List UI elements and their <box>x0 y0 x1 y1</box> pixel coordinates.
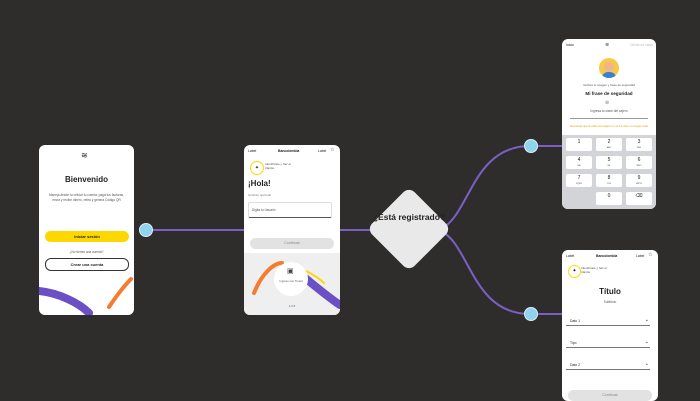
avatar <box>599 58 619 78</box>
form-subtitle: Subtítulo <box>603 300 617 304</box>
greeting: ¡Hola! <box>248 179 271 188</box>
header-label[interactable]: Label <box>318 149 327 153</box>
key-letters: WXYZ <box>636 183 642 185</box>
select-dato-1[interactable]: Dato 1 ⌄ <box>566 317 650 326</box>
node-dot-welcome[interactable] <box>139 223 153 237</box>
node-dot-register[interactable] <box>524 307 538 321</box>
select-label: Dato 1 <box>570 319 580 323</box>
login-button[interactable]: Iniciar sesión <box>45 231 129 242</box>
continue-button[interactable]: Continuar <box>568 390 652 401</box>
lock-badge-icon: ✦ <box>250 161 264 175</box>
register-screen: Label Bancolombia Label ☆ ✦ Identifícate… <box>562 250 658 401</box>
select-tipo[interactable]: Tipo ⌄ <box>566 339 650 348</box>
keypad-key <box>566 192 592 205</box>
enter-key-text: Ingresa tu clave del cajero <box>590 109 628 113</box>
key-input[interactable] <box>570 118 648 119</box>
bank-logo-icon: ≋ <box>605 42 610 48</box>
key-digit: 6 <box>637 157 641 163</box>
key-letters: GHI <box>577 165 581 167</box>
star-icon[interactable]: ☆ <box>648 252 653 258</box>
brand-name: Bancolombia <box>278 149 300 153</box>
register-header: Label Bancolombia Label ☆ <box>562 250 658 262</box>
select-label: Tipo <box>570 341 577 345</box>
phrase-title: Mi frase de seguridad <box>585 91 633 96</box>
node-dot-security[interactable] <box>524 139 538 153</box>
qr-section: ▣ Ingreso con Trueid 1.0.5 <box>244 253 340 315</box>
brand-name: Bancolombia <box>596 254 618 258</box>
warning-text: Recuerda que la clave del cajero no se h… <box>570 124 648 128</box>
create-account-button[interactable]: Crear una cuenta <box>45 258 129 271</box>
no-account-text: ¿No tienes una cuenta? <box>69 250 104 254</box>
key-digit: 3 <box>637 139 641 145</box>
user-input-placeholder: Digita tu Usuario <box>252 208 276 212</box>
backspace-key[interactable]: ⌫ <box>626 192 652 205</box>
connector-decision-register <box>437 229 531 315</box>
key-letters: PQRS <box>576 183 582 185</box>
key-digit: 2 <box>607 139 611 145</box>
chevron-down-icon: ⌄ <box>644 361 649 367</box>
qr-button[interactable]: ▣ Ingreso con Trueid <box>274 262 308 296</box>
key-letters: TUV <box>607 183 611 185</box>
key-letters: MNO <box>636 165 642 167</box>
badge-text: Identifícate y haz el trámite <box>265 162 291 170</box>
form-title: Título <box>599 287 621 296</box>
keypad-key[interactable]: 0 <box>596 192 622 205</box>
decision-label: ¿Está registrado? <box>372 212 446 222</box>
select-label: Dato 2 <box>570 363 580 367</box>
qr-text: Ingreso con Trueid <box>279 279 303 283</box>
user-input[interactable]: Digita tu Usuario <box>248 202 332 218</box>
symbol-label: Símbolo opcional <box>248 193 272 197</box>
connector-decision-security <box>437 145 531 231</box>
key-digit: 1 <box>577 139 581 145</box>
key-letters: ABC <box>606 147 612 149</box>
star-icon[interactable]: ☆ <box>330 147 335 153</box>
login-header: Label Bancolombia Label ☆ <box>244 145 340 159</box>
key-digit: 8 <box>607 175 611 181</box>
verify-text: Verifica tu imagen y frase de seguridad <box>583 83 635 87</box>
login-screen: Label Bancolombia Label ☆ ✦ Identifícate… <box>244 145 340 315</box>
back-link[interactable]: Label <box>248 149 257 153</box>
chevron-down-icon: ⌄ <box>644 339 649 345</box>
key-digit: 4 <box>577 157 581 163</box>
welcome-title: Bienvenido <box>64 175 109 184</box>
badge-text: Identifícate y haz el trámite <box>581 266 607 274</box>
qr-icon: ▣ <box>287 268 294 275</box>
key-letters: JKL <box>607 165 611 167</box>
header-label[interactable]: Label <box>636 254 645 258</box>
key-letters: DEF <box>637 147 641 149</box>
key-digit: 9 <box>637 175 641 181</box>
back-link[interactable]: Label <box>566 254 575 258</box>
back-link[interactable]: Inicio <box>566 43 574 47</box>
bank-logo-icon: ≋ <box>81 151 88 160</box>
key-digit: 5 <box>607 157 611 163</box>
decorative-wave <box>39 277 133 315</box>
key-digit: 0 <box>607 193 611 199</box>
security-header: Inicio ≋ Olvidé mi clave <box>562 39 656 51</box>
chevron-down-icon: ⌄ <box>644 317 649 323</box>
fingerprint-icon[interactable]: ⊚ <box>605 100 610 106</box>
keypad-key[interactable]: 1 <box>566 138 592 151</box>
welcome-description: Maneja desde tu celular tu cuenta, paga … <box>49 193 124 202</box>
key-digit: ⌫ <box>635 193 643 199</box>
key-digit: 7 <box>577 175 581 181</box>
forgot-key-link[interactable]: Olvidé mi clave <box>630 43 653 47</box>
welcome-screen: ≋ Bienvenido Maneja desde tu celular tu … <box>39 145 134 315</box>
security-screen: Inicio ≋ Olvidé mi clave Verifica tu ima… <box>562 39 656 209</box>
select-dato-2[interactable]: Dato 2 ⌄ <box>566 361 650 370</box>
lock-badge-icon: ✦ <box>568 265 581 278</box>
version-text: 1.0.5 <box>288 304 296 308</box>
continue-button[interactable]: Continuar <box>250 238 334 249</box>
